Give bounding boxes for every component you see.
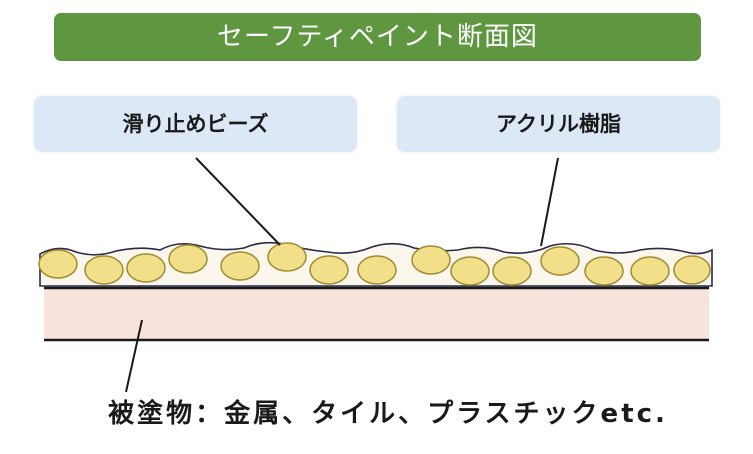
bead — [673, 255, 711, 285]
non-slip-beads — [38, 242, 711, 286]
label-non-slip-beads: 滑り止めビーズ — [34, 96, 357, 152]
leader-line-beads — [195, 157, 281, 246]
leader-line-resin — [540, 157, 559, 247]
label-acrylic-resin: アクリル樹脂 — [397, 96, 720, 152]
bead — [309, 255, 349, 285]
bead — [411, 245, 451, 275]
bead — [126, 253, 166, 283]
substrate-layer — [44, 288, 709, 340]
bead — [38, 249, 78, 279]
bead — [450, 256, 490, 286]
bead — [357, 255, 397, 285]
diagram-title: セーフティペイント断面図 — [54, 13, 701, 61]
bead — [267, 242, 307, 272]
bead — [540, 246, 580, 276]
bead — [630, 256, 670, 286]
bead — [84, 255, 124, 285]
bead — [492, 256, 532, 286]
bead — [584, 256, 624, 286]
bead — [220, 251, 260, 281]
substrate-caption: 被塗物：金属、タイル、プラスチックetc. — [108, 399, 668, 429]
leader-line-substrate — [125, 319, 143, 393]
bead — [168, 244, 208, 274]
